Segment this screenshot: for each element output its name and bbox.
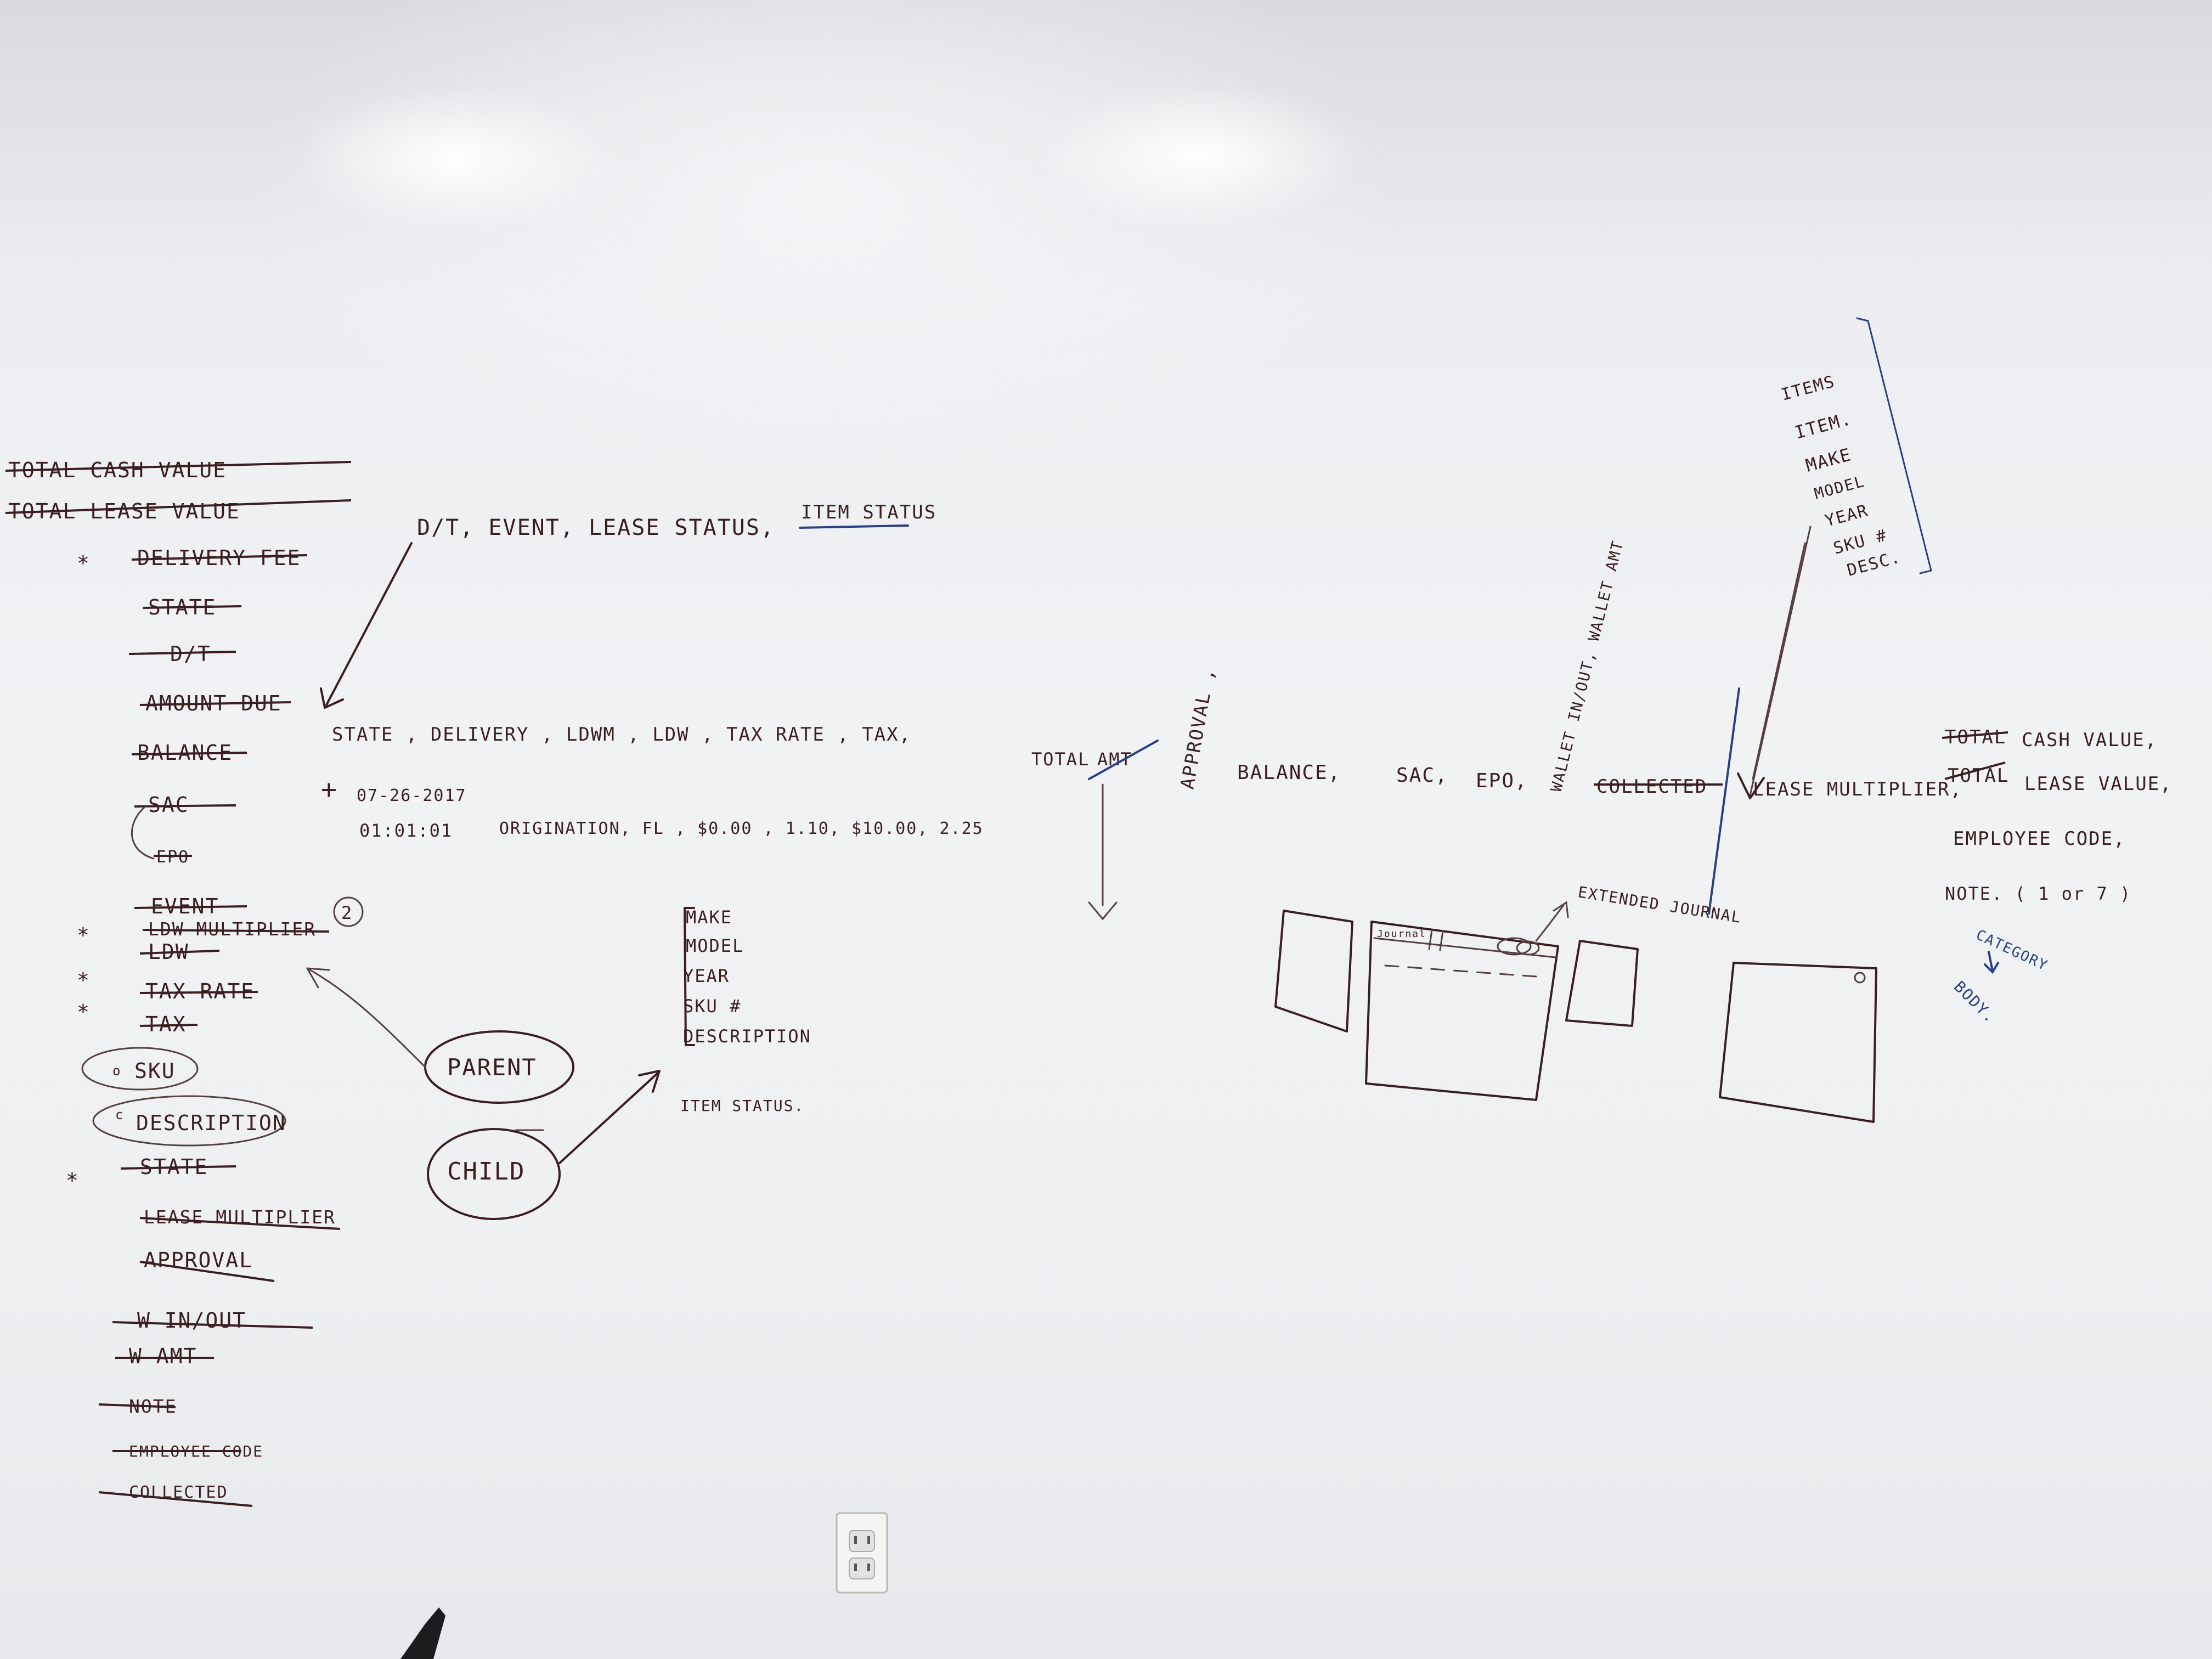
child-field: MAKE xyxy=(686,907,732,928)
items-field: ITEM. xyxy=(1792,408,1854,443)
right-field-column: TOTAL CASH VALUE, TOTAL LEASE VALUE, EMP… xyxy=(1942,726,2172,1027)
asterisk-mark: * xyxy=(77,968,91,992)
parent-label: PARENT xyxy=(447,1054,537,1081)
asterisk-mark: * xyxy=(77,551,91,575)
sku-prefix: o xyxy=(112,1063,121,1079)
left-item: LDW MULTIPLIER xyxy=(148,918,316,940)
header-line: D/T, EVENT, LEASE STATUS, ITEM STATUS xyxy=(320,501,936,709)
left-item: APPROVAL xyxy=(144,1248,253,1272)
items-field: MAKE xyxy=(1803,444,1854,476)
child-field: YEAR xyxy=(683,966,730,986)
detail-lines: STATE , DELIVERY , LDWM , LDW , TAX RATE… xyxy=(321,724,984,841)
body-label: BODY. xyxy=(1950,978,2000,1027)
left-field-list: TOTAL CASH VALUE TOTAL LEASE VALUE * DEL… xyxy=(5,458,364,1507)
wall-outlet xyxy=(836,1512,888,1594)
balance-label: BALANCE, xyxy=(1237,761,1341,784)
sketch-main-window xyxy=(1365,921,1559,1101)
arrow-line xyxy=(325,542,413,706)
detail-time: 01:01:01 xyxy=(359,820,453,841)
item-status-underlined: ITEM STATUS xyxy=(801,501,936,523)
lease-multiplier-label: LEASE MULTIPLIER, xyxy=(1753,778,1962,800)
sketch-panel-left xyxy=(1274,910,1353,1032)
child-field: SKU # xyxy=(683,996,741,1017)
items-field: YEAR xyxy=(1823,501,1871,531)
child-field: DESCRIPTION xyxy=(683,1026,811,1047)
plus-mark: + xyxy=(321,774,338,805)
category-label: CATEGORY xyxy=(1973,927,2051,974)
detail-date: 07-26-2017 xyxy=(357,786,467,805)
note-label: NOTE. ( 1 or 7 ) xyxy=(1945,883,2131,904)
ui-sketch: Journal EXTENDED JOURNAL xyxy=(1274,883,1877,1123)
chair-back xyxy=(400,1607,445,1659)
items-field: ITEMS xyxy=(1779,372,1837,405)
asterisk-mark: * xyxy=(66,1169,80,1193)
child-field: MODEL xyxy=(686,935,744,956)
approval-label: APPROVAL , xyxy=(1176,665,1219,791)
parent-child-diagram: PARENT CHILD xyxy=(306,967,661,1220)
left-item: SAC xyxy=(148,793,189,817)
detail-columns: STATE , DELIVERY , LDWM , LDW , TAX RATE… xyxy=(332,724,911,746)
sketch-panel-small xyxy=(1565,940,1639,1027)
left-item: EPO xyxy=(156,848,189,867)
amt-label: AMT xyxy=(1097,749,1132,770)
left-item: LEASE MULTIPLIER xyxy=(144,1206,336,1228)
left-item: W AMT xyxy=(129,1344,197,1368)
child-bubble xyxy=(427,1128,561,1220)
header-text: D/T, EVENT, LEASE STATUS, xyxy=(417,515,775,540)
detail-values: ORIGINATION, FL , $0.00 , 1.10, $10.00, … xyxy=(499,819,984,838)
left-item: W IN/OUT xyxy=(137,1308,246,1333)
sketch-panel-right xyxy=(1719,962,1877,1123)
child-field-list: MAKE MODEL YEAR SKU # DESCRIPTION ITEM S… xyxy=(680,907,811,1115)
epo-label: EPO, xyxy=(1476,770,1528,792)
left-item: DESCRIPTION xyxy=(136,1111,286,1135)
lease-value-label: LEASE VALUE, xyxy=(2024,773,2172,795)
left-item: SKU xyxy=(134,1059,176,1083)
arrow-head xyxy=(320,687,344,709)
items-box: ITEMS ITEM. MAKE MODEL YEAR SKU # DESC. xyxy=(1779,317,1932,580)
underline-mark xyxy=(799,524,909,529)
collected-label: COLLECTED xyxy=(1596,776,1707,798)
item-status-label: ITEM STATUS. xyxy=(680,1097,804,1115)
circled-number: 2 xyxy=(341,902,353,923)
total-label: TOTAL xyxy=(1031,749,1090,770)
wallet-label: WALLET IN/OUT, WALLET AMT xyxy=(1547,538,1627,793)
asterisk-mark: * xyxy=(77,923,91,947)
employee-code-label: EMPLOYEE CODE, xyxy=(1953,828,2126,850)
cash-value-label: CASH VALUE, xyxy=(2022,729,2157,751)
asterisk-mark: * xyxy=(77,1000,91,1024)
description-prefix: c xyxy=(115,1107,124,1122)
sac-label: SAC, xyxy=(1396,764,1448,787)
sketch-tab-label: Journal xyxy=(1377,928,1426,940)
extended-journal-label: EXTENDED JOURNAL xyxy=(1577,883,1743,927)
child-label: CHILD xyxy=(447,1158,525,1186)
right-summary-line: TOTAL AMT APPROVAL , BALANCE, SAC, EPO, … xyxy=(1031,526,1962,921)
items-field: MODEL xyxy=(1812,472,1867,503)
